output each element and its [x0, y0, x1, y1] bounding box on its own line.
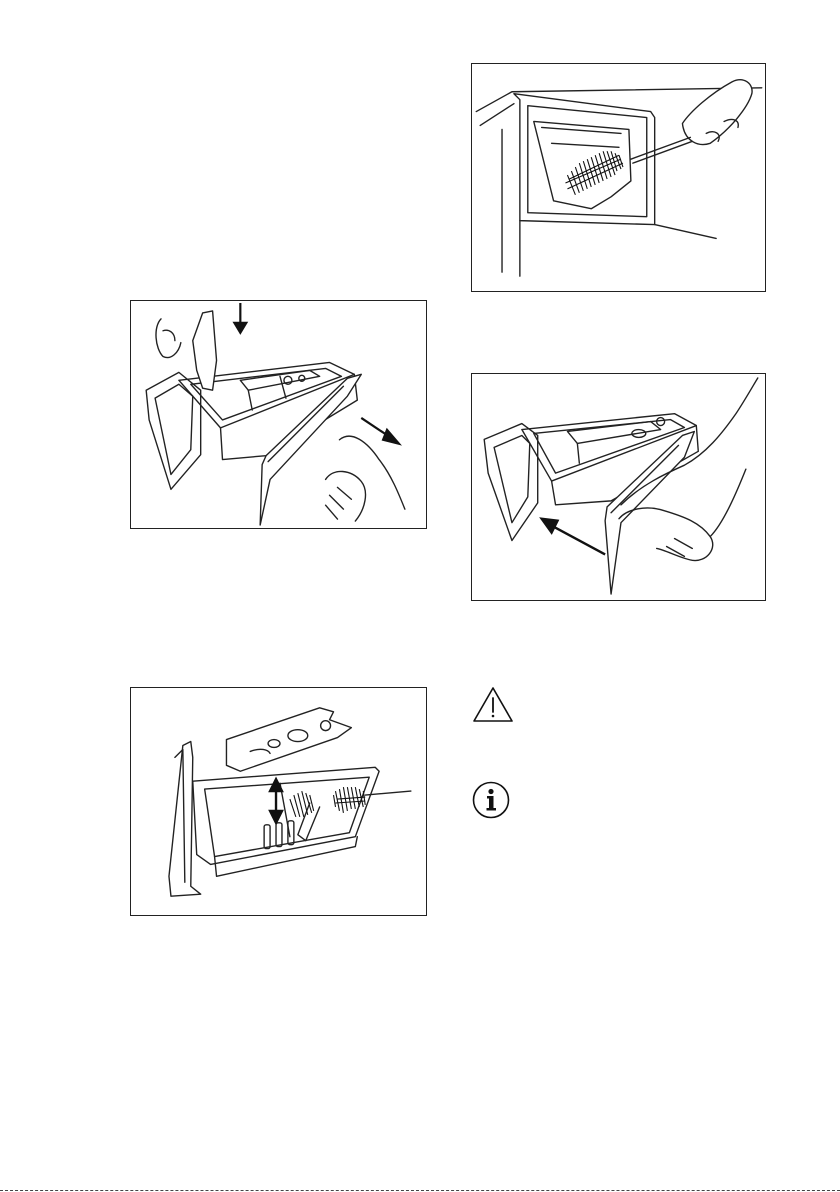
dispenser-cleaning-brush-illustration: [131, 688, 426, 915]
warning-triangle-icon: [472, 686, 514, 724]
info-icon: [472, 781, 510, 819]
warning-icon: [472, 686, 514, 724]
dispenser-insert-illustration: [472, 374, 765, 600]
figure-remove-dispenser: [130, 300, 427, 529]
figure-clean-dispenser: [130, 687, 427, 916]
page-footer-rule: [0, 1190, 840, 1191]
figure-insert-dispenser: [471, 373, 766, 601]
figure-clean-recess: [471, 63, 766, 292]
dispenser-release-illustration: [131, 301, 426, 528]
recess-cleaning-brush-illustration: [472, 64, 765, 291]
information-icon: [472, 781, 510, 819]
